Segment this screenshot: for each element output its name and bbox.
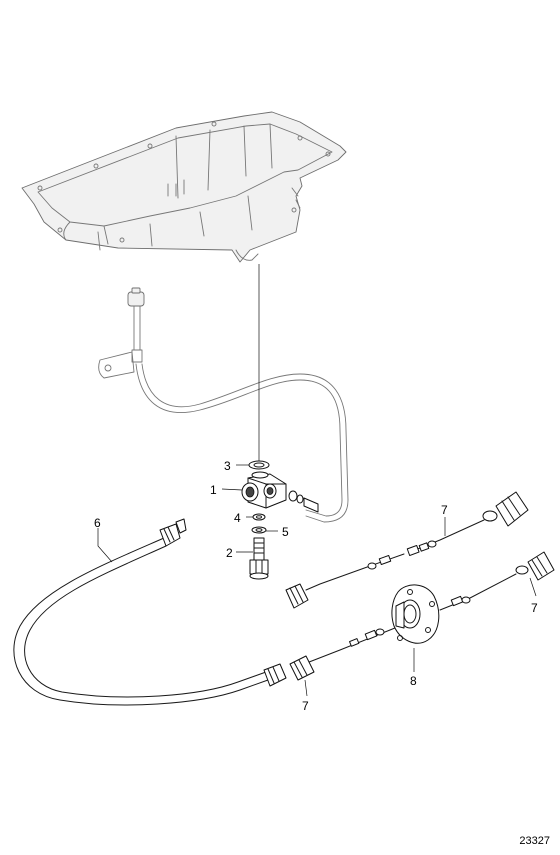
- pan-bolt-holes: [37, 121, 331, 243]
- inline-connector-upper: [367, 540, 437, 570]
- reference-number: 23327: [519, 835, 550, 847]
- callout-5: 5: [282, 525, 289, 539]
- washer-3: [248, 460, 270, 470]
- callout-8: 8: [410, 674, 417, 688]
- dipstick-tube: [98, 287, 349, 523]
- callout-6: 6: [94, 516, 101, 530]
- bolt-2: [249, 537, 269, 580]
- adapter-tee: [241, 471, 287, 509]
- washer-4: [252, 513, 266, 521]
- tee-side-fitting: [288, 490, 319, 513]
- callout-7-lower: 7: [302, 699, 309, 713]
- callout-1: 1: [210, 483, 217, 497]
- callout-7-right: 7: [531, 601, 538, 615]
- oil-pan: [21, 111, 347, 263]
- callout-2: 2: [226, 546, 233, 560]
- inline-connector-lower: [349, 595, 471, 647]
- callout-7-upper: 7: [441, 503, 448, 517]
- callout-leaders: [97, 464, 537, 697]
- callout-4: 4: [234, 511, 241, 525]
- oring-5: [251, 526, 267, 534]
- drain-hose: [13, 518, 287, 706]
- bulkhead-flange: [391, 584, 440, 644]
- sensor-cable-upper: [285, 491, 529, 609]
- callout-3: 3: [224, 459, 231, 473]
